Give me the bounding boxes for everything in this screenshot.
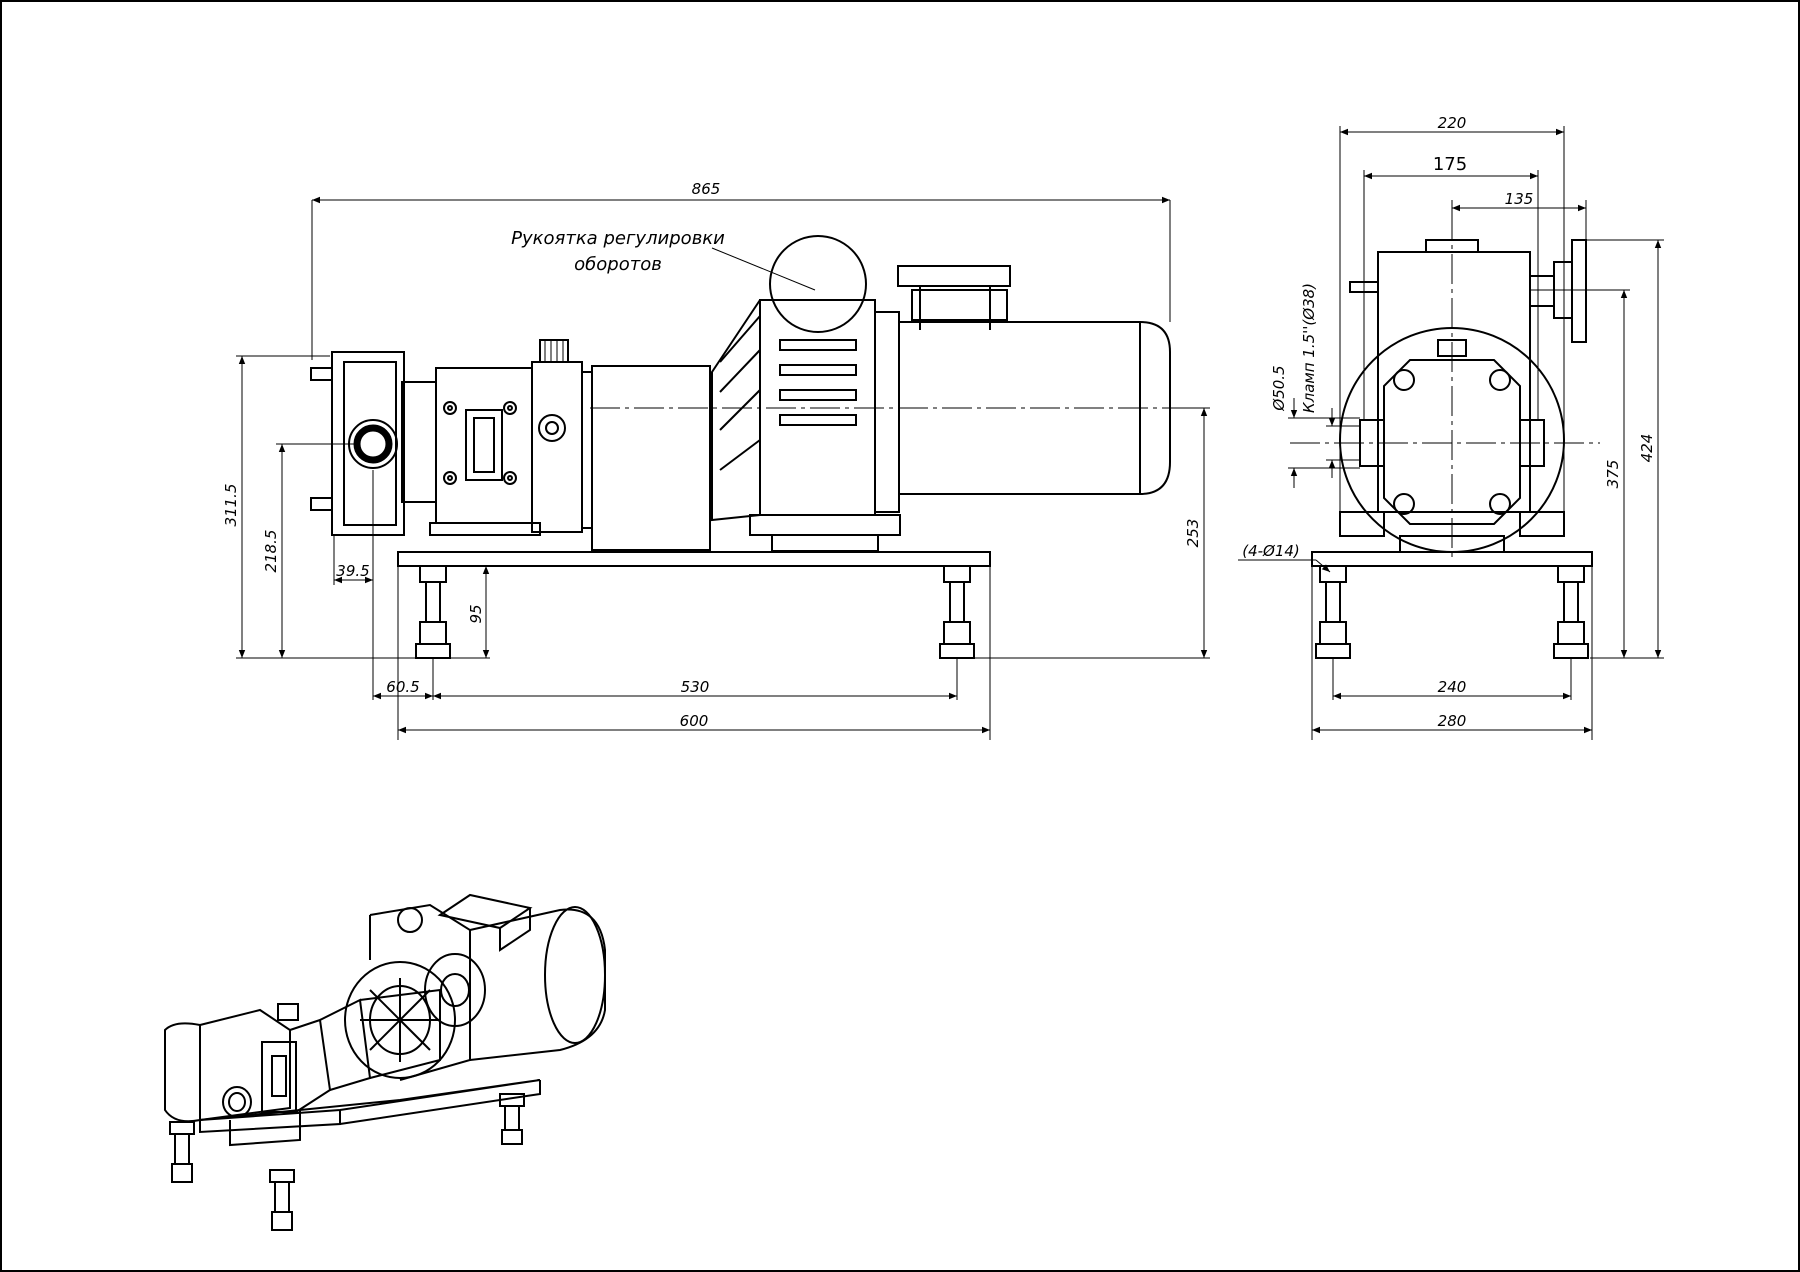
dim-311-5: 311.5 xyxy=(222,484,240,527)
dim-phi-50-5: Ø50.5 xyxy=(1270,365,1288,411)
pump-head xyxy=(310,339,593,536)
dim-530: 530 xyxy=(681,678,710,696)
coupling-guard xyxy=(591,365,711,551)
dim-175: 175 xyxy=(1433,154,1467,175)
clamp-spec: Кламп 1.5''(Ø38) xyxy=(1300,283,1318,413)
dim-220: 220 xyxy=(1438,114,1467,132)
dim-240: 240 xyxy=(1438,678,1467,696)
front-dimensions xyxy=(236,196,1210,740)
motor xyxy=(897,265,1171,495)
dim-600: 600 xyxy=(680,712,709,730)
dim-280: 280 xyxy=(1438,712,1467,730)
callout-line-1: Рукоятка регулировки xyxy=(511,228,725,249)
callout-line-2: оборотов xyxy=(574,254,662,275)
leg-left xyxy=(415,565,451,659)
dim-60-5: 60.5 xyxy=(386,678,419,696)
dim-865: 865 xyxy=(692,180,721,198)
side-view xyxy=(1290,210,1600,659)
dim-375: 375 xyxy=(1604,460,1622,489)
base-frame xyxy=(397,551,991,567)
dim-135: 135 xyxy=(1505,190,1534,208)
dim-39-5: 39.5 xyxy=(336,562,369,580)
dim-218-5: 218.5 xyxy=(262,530,280,573)
dim-253: 253 xyxy=(1184,519,1202,548)
front-view xyxy=(310,235,1200,659)
dim-95: 95 xyxy=(467,604,485,623)
isometric-view xyxy=(164,893,606,1231)
leg-right xyxy=(939,565,975,659)
gearbox xyxy=(711,235,901,552)
side-dimensions xyxy=(1238,126,1664,740)
dim-424: 424 xyxy=(1638,434,1656,463)
holes-spec: (4-Ø14) xyxy=(1242,542,1300,560)
